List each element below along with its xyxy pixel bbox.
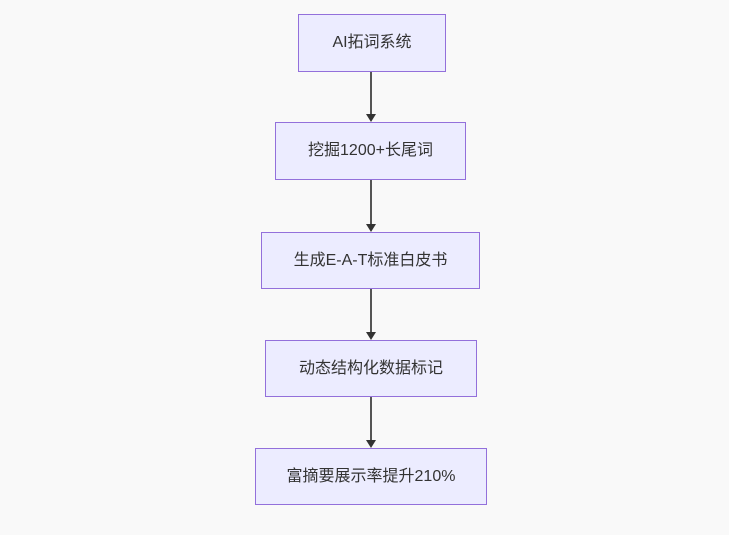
flow-edge-4: [366, 397, 376, 448]
arrow-down-icon: [366, 224, 376, 232]
flow-node-eat-whitepaper: 生成E-A-T标准白皮书: [261, 232, 480, 289]
flow-node-label: AI拓词系统: [332, 34, 412, 51]
flow-node-label: 挖掘1200+长尾词: [308, 142, 433, 159]
arrow-down-icon: [366, 332, 376, 340]
edge-line: [370, 397, 372, 440]
flow-node-longtail-mining: 挖掘1200+长尾词: [275, 122, 466, 180]
flow-node-label: 动态结构化数据标记: [298, 359, 443, 377]
flow-node-ai-word-expansion: AI拓词系统: [298, 14, 446, 72]
flow-edge-3: [366, 289, 376, 340]
flow-node-label: 富摘要展示率提升210%: [286, 467, 456, 485]
arrow-down-icon: [366, 114, 376, 122]
edge-line: [370, 289, 372, 332]
flow-node-structured-data-markup: 动态结构化数据标记: [265, 340, 477, 397]
flow-edge-1: [366, 72, 376, 122]
flow-node-rich-snippet-result: 富摘要展示率提升210%: [255, 448, 487, 505]
edge-line: [370, 180, 372, 224]
edge-line: [370, 72, 372, 114]
flow-node-label: 生成E-A-T标准白皮书: [293, 251, 448, 269]
flow-edge-2: [366, 180, 376, 232]
arrow-down-icon: [366, 440, 376, 448]
